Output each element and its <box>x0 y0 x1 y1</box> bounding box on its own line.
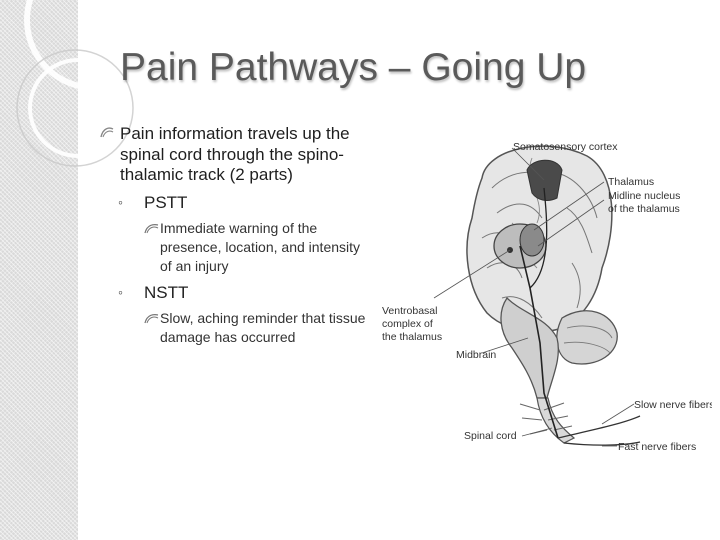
ring-bullet-icon: ◦ <box>118 193 123 210</box>
label-slow-nerve-fibers: Slow nerve fibers <box>634 399 712 411</box>
label-ventrobasal: Ventrobasal <box>382 305 437 317</box>
label-midbrain: Midbrain <box>456 349 496 361</box>
ring-bullet-icon: ◦ <box>118 283 123 300</box>
slide-title: Pain Pathways – Going Up <box>120 46 587 89</box>
sub-detail-pstt: Immediate warning of the presence, locat… <box>100 219 370 276</box>
label-midline-nucleus: Midline nucleus <box>608 190 680 202</box>
swirl-bullet-icon <box>100 127 114 138</box>
swirl-bullet-icon <box>144 313 159 323</box>
cerebellum <box>556 310 618 365</box>
sub-detail-text: Slow, aching reminder that tissue damage… <box>160 309 366 345</box>
sub-bullet-nstt: ◦ NSTT <box>100 283 360 303</box>
sub-bullet-label: PSTT <box>144 192 188 212</box>
label-somatosensory-cortex: Somatosensory cortex <box>513 141 618 153</box>
sub-bullet-label: NSTT <box>144 282 189 302</box>
brain-pain-pathway-illustration: Somatosensory cortex Thalamus Midline nu… <box>382 141 712 453</box>
sub-detail-nstt: Slow, aching reminder that tissue damage… <box>100 309 370 347</box>
cortex-cutaway <box>526 159 563 201</box>
label-thalamus: Thalamus <box>608 176 654 188</box>
sub-bullet-pstt: ◦ PSTT <box>100 193 360 213</box>
fast-fiber-line <box>563 441 641 446</box>
main-bullet: Pain information travels up the spinal c… <box>100 124 360 186</box>
decorative-side-strip <box>0 0 78 540</box>
label-ventrobasal-3: the thalamus <box>382 331 442 343</box>
spinal-cord <box>536 397 576 444</box>
cortex-projection-line <box>529 187 548 289</box>
label-midline-nucleus-2: of the thalamus <box>608 203 680 215</box>
slide-content: Pain information travels up the spinal c… <box>100 124 365 347</box>
main-bullet-text: Pain information travels up the spinal c… <box>120 124 350 184</box>
label-fast-nerve-fibers: Fast nerve fibers <box>618 441 696 453</box>
label-spinal-cord: Spinal cord <box>464 430 517 442</box>
label-leader-lines <box>433 147 635 447</box>
pain-pathway-line <box>519 245 559 439</box>
slow-fiber-line <box>557 415 641 439</box>
label-ventrobasal-2: complex of <box>382 318 433 330</box>
sub-detail-text: Immediate warning of the presence, locat… <box>160 219 361 274</box>
swirl-bullet-icon <box>144 223 159 233</box>
